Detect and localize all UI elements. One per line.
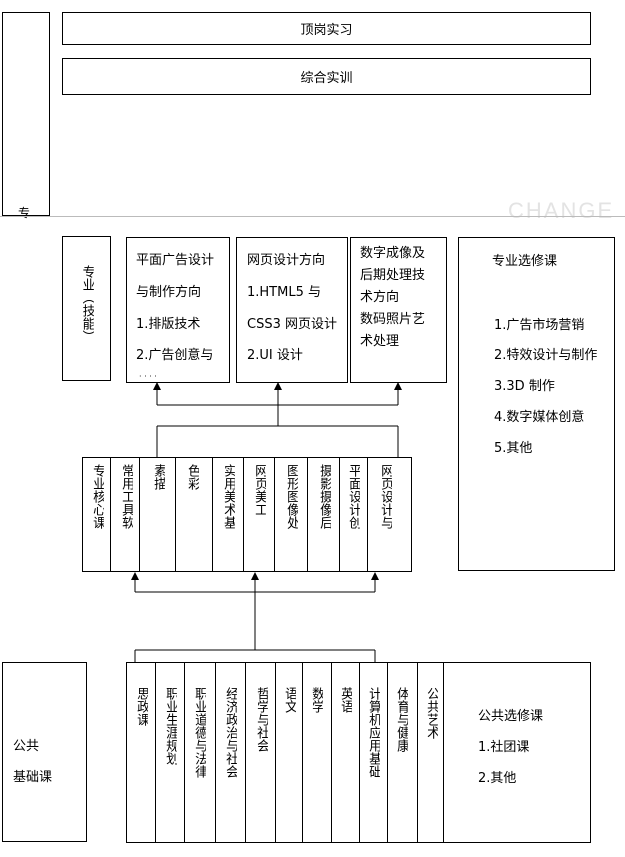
public-course-cell: 思政课 <box>134 687 149 726</box>
public-divider <box>359 663 360 842</box>
core-divider <box>367 458 368 571</box>
public-course-cell: 体育与健康 <box>394 687 409 752</box>
public-divider <box>155 663 156 842</box>
core-divider <box>339 458 340 571</box>
core-divider <box>212 458 213 571</box>
internship-label: 顶岗实习 <box>300 23 353 38</box>
direction1-line3: 1.排版技术 <box>136 317 201 332</box>
direction2-line2: 1.HTML5 与 <box>247 285 321 300</box>
public-course-cell: 语文 <box>282 687 297 713</box>
public-elective-title: 公共选修课 <box>478 709 544 724</box>
public-course-cell: 经济政治与社会 <box>223 687 238 778</box>
direction3-line1: 数字成像及 <box>360 246 426 261</box>
left-bracket-box <box>2 12 50 216</box>
professional-elective-box: 专业选修课 1.广告市场营销 2.特效设计与制作 3.3D 制作 4.数字媒体创… <box>458 237 615 571</box>
public-divider <box>215 663 216 842</box>
core-divider <box>243 458 244 571</box>
core-course-cell: 实用美术基 <box>221 464 236 529</box>
public-course-cell: 职业生涯规划 <box>163 687 178 765</box>
core-divider <box>175 458 176 571</box>
core-course-cell: 网页设计与 <box>378 464 393 529</box>
core-divider <box>139 458 140 571</box>
public-course-cell: 公共艺术 <box>424 687 439 739</box>
direction3-line3: 术方向 <box>360 290 400 305</box>
public-elective-item: 1.社团课 <box>478 740 530 755</box>
direction-digital-imaging-box: 数字成像及 后期处理技 术方向 数码照片艺 术处理 <box>350 237 447 383</box>
comprehensive-training-label: 综合实训 <box>300 71 353 86</box>
internship-box: 顶岗实习 <box>62 12 591 45</box>
direction3-line4: 数码照片艺 <box>360 312 426 327</box>
professional-elective-item: 4.数字媒体创意 <box>494 410 585 425</box>
direction1-line5: · · · · <box>139 372 157 381</box>
core-divider <box>274 458 275 571</box>
core-divider <box>307 458 308 571</box>
professional-elective-item: 2.特效设计与制作 <box>494 348 598 363</box>
direction3-line2: 后期处理技 <box>360 268 426 283</box>
direction3-line5: 术处理 <box>360 334 400 349</box>
direction-web-box: 网页设计方向 1.HTML5 与 CSS3 网页设计 2.UI 设计 <box>236 237 348 383</box>
public-course-cell: 数学 <box>309 687 324 713</box>
core-course-cell: 平面设计创 <box>346 464 361 529</box>
professional-elective-title: 专业选修课 <box>492 254 558 269</box>
professional-skill-label: 专业（技能） <box>79 265 94 343</box>
direction-graphic-ad-box: 平面广告设计 与制作方向 1.排版技术 2.广告创意与 · · · · <box>126 237 230 383</box>
public-divider <box>302 663 303 842</box>
professional-elective-item: 3.3D 制作 <box>494 379 555 394</box>
professional-elective-item: 1.广告市场营销 <box>494 318 585 333</box>
direction1-line4: 2.广告创意与 <box>136 348 214 363</box>
core-course-cell: 摄影摄像后 <box>317 464 332 529</box>
direction2-line3: CSS3 网页设计 <box>247 317 337 332</box>
core-course-cell: 专业核心课 <box>90 464 105 529</box>
direction2-line1: 网页设计方向 <box>247 253 326 268</box>
public-divider <box>331 663 332 842</box>
public-divider <box>387 663 388 842</box>
core-course-cell: 图形图像处 <box>284 464 299 529</box>
page-break-line <box>0 216 625 217</box>
core-course-cell: 网页美工 <box>252 464 267 516</box>
public-elective-item: 2.其他 <box>478 771 517 786</box>
public-divider <box>275 663 276 842</box>
public-divider <box>417 663 418 842</box>
core-course-cell: 素描 <box>151 464 166 490</box>
public-basic-line2: 基础课 <box>13 770 53 785</box>
public-course-cell: 计算机应用基础 <box>366 687 381 778</box>
public-basic-box: 公共 基础课 <box>2 662 87 842</box>
public-elective-box: 公共选修课 1.社团课 2.其他 <box>443 662 591 843</box>
public-courses-table: 思政课 职业生涯规划 职业道德与法律 经济政治与社会 哲学与社会 语文 数学 英… <box>126 662 446 843</box>
core-divider <box>110 458 111 571</box>
public-basic-line1: 公共 <box>13 739 40 754</box>
watermark: CHANGE <box>508 198 615 223</box>
public-divider <box>245 663 246 842</box>
professional-elective-item: 5.其他 <box>494 441 533 456</box>
direction2-line4: 2.UI 设计 <box>247 348 303 363</box>
public-course-cell: 哲学与社会 <box>254 687 269 752</box>
public-course-cell: 英语 <box>338 687 353 713</box>
core-course-cell: 常用工具软 <box>119 464 134 529</box>
comprehensive-training-box: 综合实训 <box>62 58 591 95</box>
direction1-line1: 平面广告设计 <box>136 253 215 268</box>
core-course-cell: 色彩 <box>185 464 200 490</box>
public-course-cell: 职业道德与法律 <box>192 687 207 778</box>
direction1-line2: 与制作方向 <box>136 285 202 300</box>
public-divider <box>184 663 185 842</box>
professional-skill-box: 专业（技能） <box>62 236 111 381</box>
core-courses-table: 专业核心课 常用工具软 素描 色彩 实用美术基 网页美工 图形图像处 摄影摄像后… <box>82 457 412 572</box>
